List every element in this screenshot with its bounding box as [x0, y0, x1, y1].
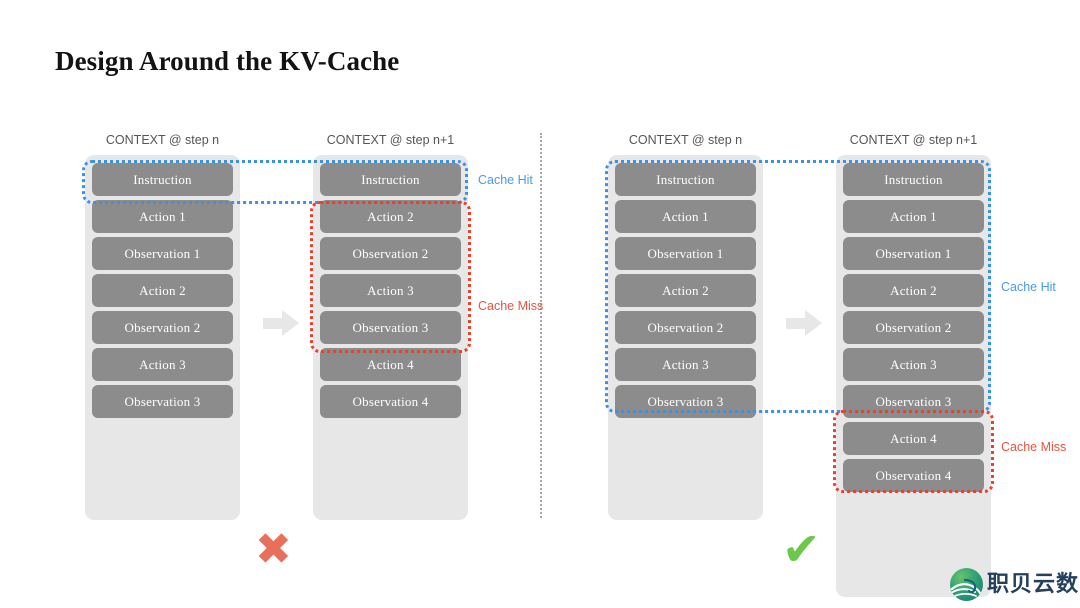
context-block: Action 4: [843, 422, 984, 455]
context-block: Action 2: [320, 200, 461, 233]
panel-divider: [540, 133, 542, 518]
column-header: CONTEXT @ step n: [628, 133, 743, 147]
check-icon: ✔: [782, 522, 821, 576]
context-block: Action 3: [615, 348, 756, 381]
context-block: Observation 3: [843, 385, 984, 418]
cache-hit-label: Cache Hit: [478, 173, 533, 187]
context-block: Instruction: [615, 163, 756, 196]
context-block: Action 2: [92, 274, 233, 307]
context-block: Observation 2: [92, 311, 233, 344]
context-block: Action 3: [92, 348, 233, 381]
context-block: Observation 3: [92, 385, 233, 418]
context-stack: Instruction Action 1 Observation 1 Actio…: [836, 155, 991, 597]
context-stack: Instruction Action 1 Observation 1 Actio…: [85, 155, 240, 520]
logo-text: 职贝云数: [987, 571, 1080, 597]
context-block: Observation 1: [843, 237, 984, 270]
context-block: Action 1: [843, 200, 984, 233]
cache-hit-label: Cache Hit: [1001, 280, 1056, 294]
context-block: Observation 2: [320, 237, 461, 270]
context-block: Instruction: [843, 163, 984, 196]
context-block: Instruction: [92, 163, 233, 196]
context-block: Observation 1: [615, 237, 756, 270]
column-header: CONTEXT @ step n+1: [849, 133, 978, 147]
cache-miss-label: Cache Miss: [1001, 440, 1067, 454]
context-block: Action 1: [92, 200, 233, 233]
context-block: Observation 2: [615, 311, 756, 344]
transition-arrow-icon: [263, 310, 299, 336]
context-block: Observation 2: [843, 311, 984, 344]
context-block: Action 3: [843, 348, 984, 381]
context-block: Observation 4: [843, 459, 984, 492]
context-block: Action 2: [843, 274, 984, 307]
logo-wave-icon: [950, 568, 983, 601]
context-stack: Instruction Action 2 Observation 2 Actio…: [313, 155, 468, 520]
page-title: Design Around the KV-Cache: [55, 46, 400, 76]
context-block: Action 2: [615, 274, 756, 307]
cache-miss-label: Cache Miss: [478, 299, 544, 313]
context-stack: Instruction Action 1 Observation 1 Actio…: [608, 155, 763, 520]
context-block: Observation 3: [320, 311, 461, 344]
context-block: Instruction: [320, 163, 461, 196]
column-header: CONTEXT @ step n+1: [326, 133, 455, 147]
context-block: Action 1: [615, 200, 756, 233]
context-block: Observation 1: [92, 237, 233, 270]
brand-logo: 职贝云数: [950, 568, 1079, 601]
cross-icon: ✖: [255, 524, 292, 575]
column-header: CONTEXT @ step n: [105, 133, 220, 147]
context-block: Action 4: [320, 348, 461, 381]
context-block: Observation 3: [615, 385, 756, 418]
transition-arrow-icon: [786, 310, 822, 336]
context-block: Observation 4: [320, 385, 461, 418]
context-block: Action 3: [320, 274, 461, 307]
